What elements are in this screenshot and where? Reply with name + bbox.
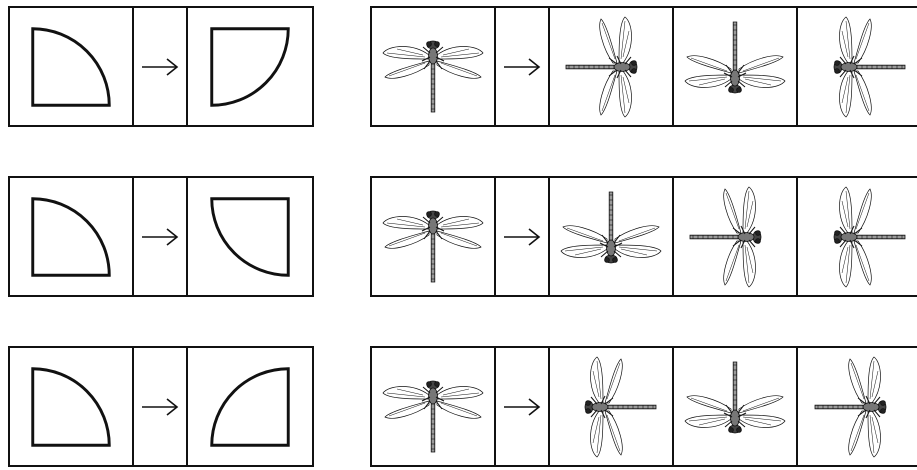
target-shape-cell [188, 178, 312, 295]
quarter-circle-shape [31, 366, 111, 447]
dragonfly-icon [680, 352, 790, 462]
right-arrow-icon [142, 57, 179, 76]
source-shape-cell [10, 8, 134, 125]
example-strip [8, 176, 314, 297]
dragonfly-icon [805, 182, 915, 292]
dragonfly-icon [805, 12, 915, 122]
test-strip [370, 176, 917, 297]
arrow-cell [496, 8, 550, 125]
option-figure-cell[interactable] [798, 178, 917, 295]
test-strip [370, 6, 917, 127]
target-shape-cell [188, 8, 312, 125]
dragonfly-icon [680, 182, 790, 292]
right-arrow-icon [142, 227, 179, 246]
arrow-cell [134, 178, 188, 295]
puzzle-row [0, 176, 917, 297]
quarter-circle-shape [31, 196, 111, 277]
right-arrow-icon [142, 397, 179, 416]
option-figure-cell[interactable] [674, 348, 798, 465]
dragonfly-icon [378, 12, 488, 122]
dragonfly-icon [556, 12, 666, 122]
right-arrow-icon [504, 227, 541, 246]
dragonfly-icon [378, 182, 488, 292]
puzzle-row [0, 6, 917, 127]
source-shape-cell [10, 178, 134, 295]
option-figure-cell[interactable] [798, 8, 917, 125]
dragonfly-icon [556, 352, 666, 462]
arrow-cell [134, 8, 188, 125]
source-figure-cell [372, 8, 496, 125]
test-strip [370, 346, 917, 467]
quarter-circle-shape [210, 366, 290, 447]
source-shape-cell [10, 348, 134, 465]
quarter-circle-shape [210, 196, 290, 277]
right-arrow-icon [504, 397, 541, 416]
example-strip [8, 346, 314, 467]
puzzle-row [0, 346, 917, 467]
right-arrow-icon [504, 57, 541, 76]
option-figure-cell[interactable] [550, 348, 674, 465]
quarter-circle-shape [210, 26, 290, 107]
dragonfly-icon [680, 12, 790, 122]
option-figure-cell[interactable] [550, 178, 674, 295]
source-figure-cell [372, 348, 496, 465]
dragonfly-icon [378, 352, 488, 462]
arrow-cell [496, 348, 550, 465]
option-figure-cell[interactable] [550, 8, 674, 125]
arrow-cell [496, 178, 550, 295]
source-figure-cell [372, 178, 496, 295]
dragonfly-icon [556, 182, 666, 292]
option-figure-cell[interactable] [798, 348, 917, 465]
arrow-cell [134, 348, 188, 465]
option-figure-cell[interactable] [674, 178, 798, 295]
target-shape-cell [188, 348, 312, 465]
quarter-circle-shape [31, 26, 111, 107]
option-figure-cell[interactable] [674, 8, 798, 125]
example-strip [8, 6, 314, 127]
dragonfly-icon [805, 352, 915, 462]
